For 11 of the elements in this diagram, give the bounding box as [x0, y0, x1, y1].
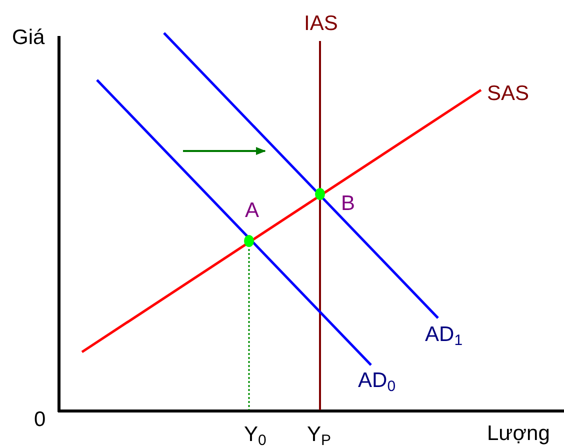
curve-label: AD$_{0}$ [358, 370, 396, 391]
axis-label: Lượng [487, 423, 550, 444]
axis-label: Giá [12, 27, 45, 48]
axis-origin-label: 0 [34, 409, 46, 430]
tick-label: Y$_{0}$ [244, 424, 266, 445]
curve-label: SAS [487, 83, 530, 104]
curve-label: IAS [304, 13, 338, 34]
tick-label: Y$_{P}$ [307, 424, 332, 445]
point-label: A [245, 200, 260, 221]
curve-label: AD$_{1}$ [425, 324, 463, 345]
point-label: B [341, 193, 356, 214]
